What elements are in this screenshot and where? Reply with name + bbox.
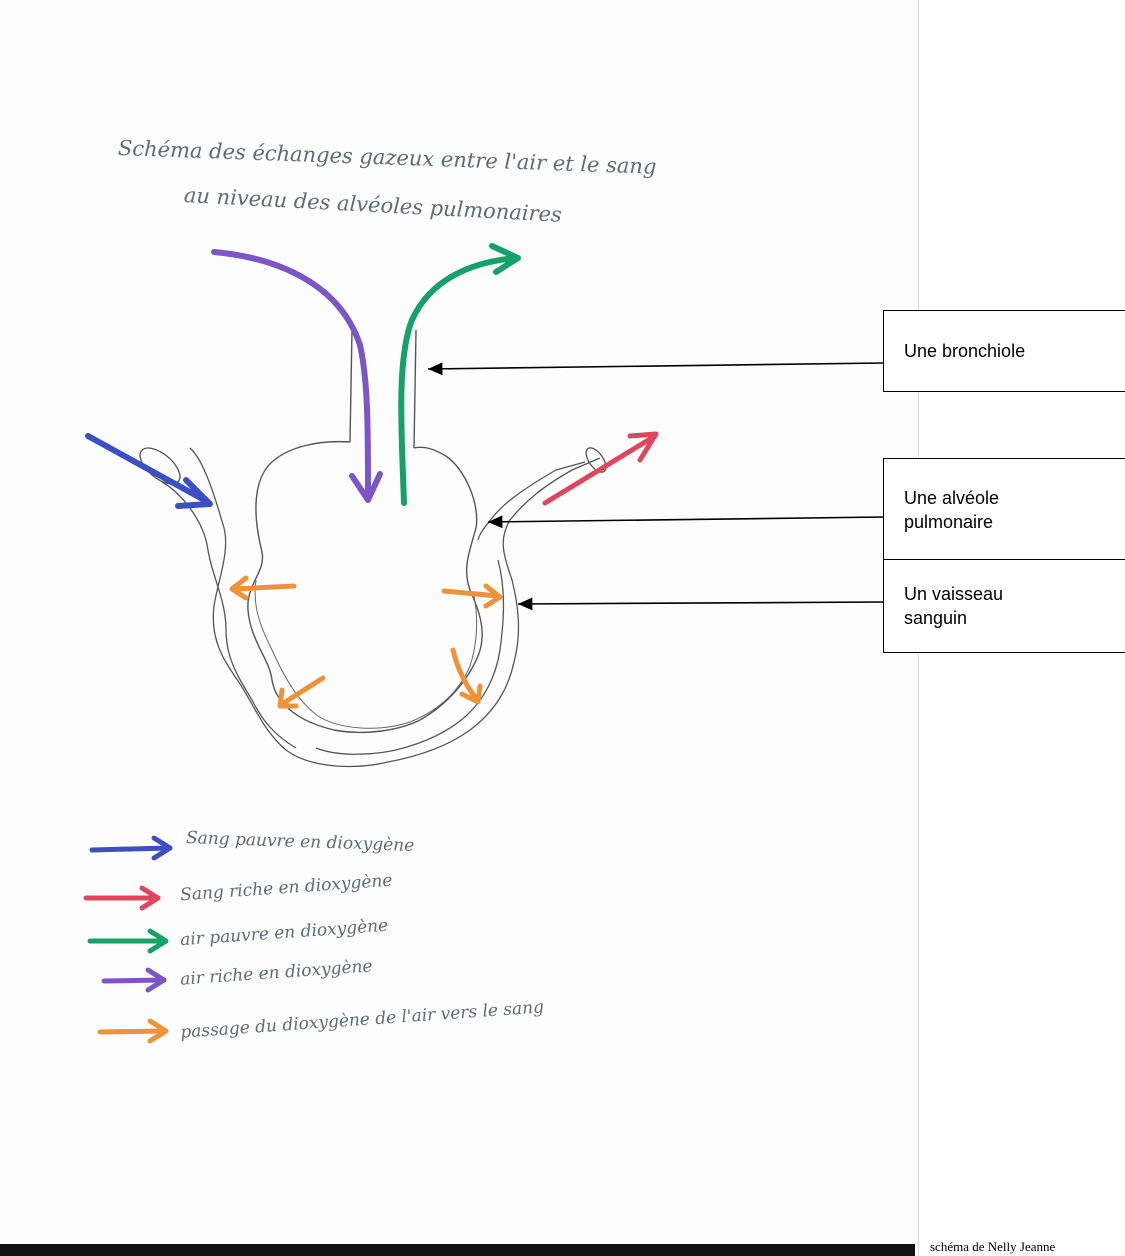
vessel-right-opening — [585, 447, 607, 473]
legend-arrow-blood-poor — [89, 835, 173, 861]
label-vaisseau-text: Un vaisseau sanguin — [904, 584, 1004, 628]
label-alveole: Une alvéole pulmonaire — [883, 458, 1125, 561]
alveole-outline — [247, 440, 483, 734]
arrow-air-poor-head — [489, 243, 521, 275]
arrow-blood-rich-head — [627, 431, 659, 463]
arrows-oxygen-passage — [229, 575, 503, 709]
scan-bottom-edge — [0, 1244, 915, 1256]
label-bronchiole: Une bronchiole — [883, 310, 1125, 392]
label-bronchiole-text: Une bronchiole — [904, 340, 1026, 361]
bronchiole-right-wall — [413, 329, 417, 449]
pointer-bronchiole — [427, 362, 884, 376]
vessel-mid-line — [254, 579, 478, 729]
arrow-air-rich-head — [349, 471, 383, 503]
label-alveole-text: Une alvéole pulmonaire — [904, 487, 1000, 532]
legend-arrow-oxygen-passage — [97, 1018, 169, 1044]
vessel-inner-wall — [161, 461, 586, 755]
legend-arrow-air-poor — [87, 928, 169, 954]
vessel-outer-wall — [189, 447, 601, 768]
legend-arrow-air-rich — [101, 967, 167, 993]
label-vaisseau: Un vaisseau sanguin — [883, 559, 1125, 653]
arrow-blood-rich — [542, 433, 658, 506]
bronchiole-left-wall — [349, 329, 353, 443]
arrow-blood-poor-head — [175, 477, 213, 509]
arrow-air-poor — [398, 255, 519, 506]
pointer-alveole — [487, 515, 884, 529]
image-credit: schéma de Nelly Jeanne — [930, 1239, 1056, 1254]
paper-sheet — [918, 0, 919, 1256]
arrow-blood-poor — [85, 433, 211, 505]
legend-arrows — [83, 835, 173, 1044]
legend-arrow-blood-rich — [83, 885, 161, 911]
arrow-air-rich — [211, 249, 371, 497]
pointer-vaisseau — [517, 597, 884, 611]
vessel-left-opening — [139, 447, 181, 485]
